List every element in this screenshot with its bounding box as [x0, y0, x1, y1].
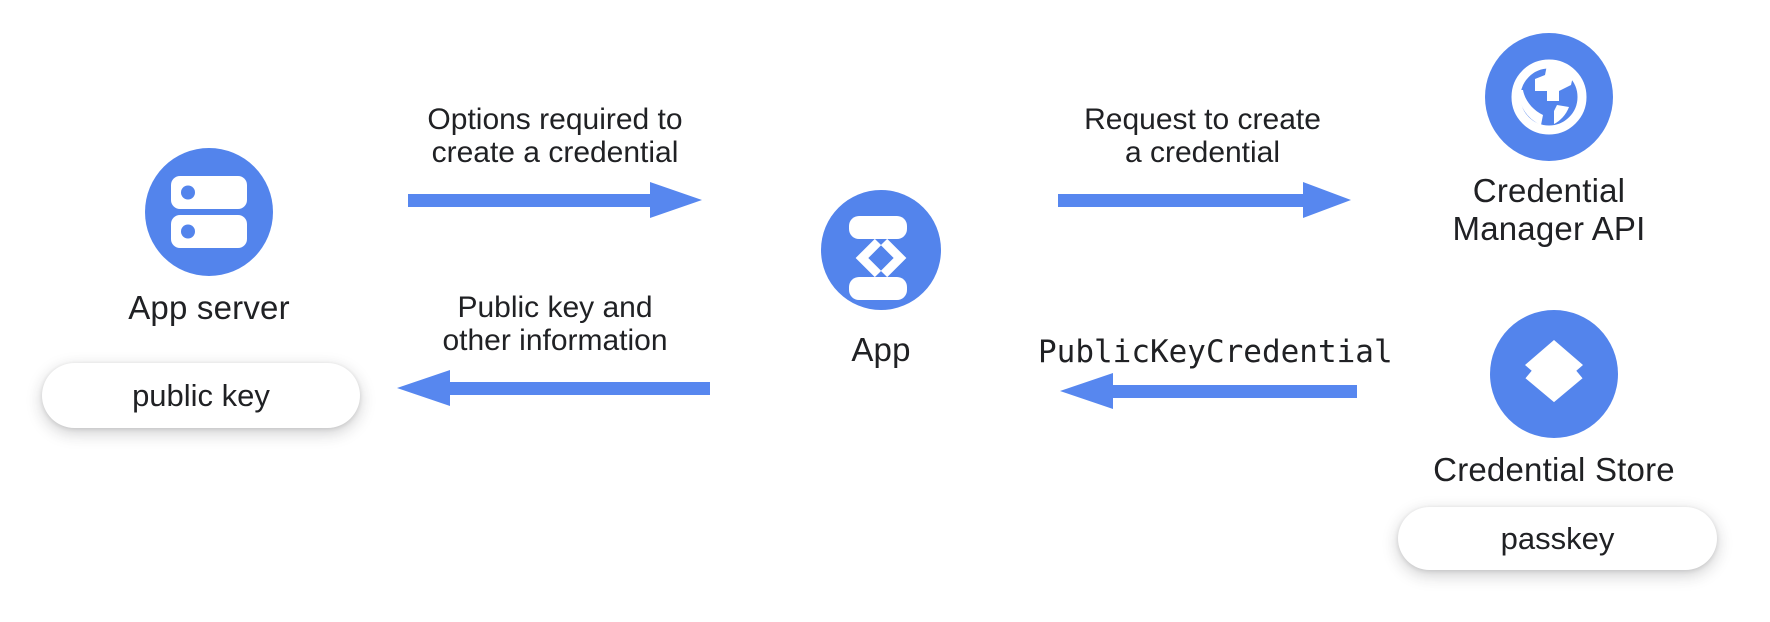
layers-icon [1525, 340, 1583, 403]
publickeycredential-arrow-shaft [1113, 385, 1357, 398]
globe-icon [1511, 59, 1587, 135]
public-key-info-label-line2: other information [442, 324, 668, 357]
request-arrow-label-line2: a credential [1124, 136, 1281, 169]
phone-code-icon [849, 216, 907, 300]
public-key-info-arrow-label: Public key and other information [400, 291, 710, 357]
options-arrow-head right-arrow-icon [650, 182, 702, 218]
publickeycredential-label: PublicKeyCredential [1038, 334, 1393, 370]
options-arrow-shaft [408, 194, 650, 207]
passkey-pill: passkey [1398, 507, 1717, 570]
credential-store-label: Credential Store [1433, 451, 1675, 488]
app-server-label: App server [128, 289, 290, 326]
server-icon [171, 176, 247, 248]
request-arrow-label: Request to create a credential [1055, 103, 1350, 169]
credential-manager-api-label-line1: Credential [1472, 172, 1626, 209]
options-arrow-label-line1: Options required to [427, 103, 683, 136]
app-label: App [851, 331, 911, 368]
options-arrow-label: Options required to create a credential [405, 103, 705, 169]
credential-store-node [1490, 310, 1618, 438]
request-arrow-head right-arrow-icon [1303, 182, 1351, 218]
request-arrow-label-line1: Request to create [1084, 103, 1321, 136]
public-key-info-label-line1: Public key and [457, 291, 653, 324]
public-key-info-arrow-head left-arrow-icon [397, 370, 450, 406]
credential-manager-api-label: Credential Manager API [1399, 172, 1699, 248]
public-key-pill-label: public key [132, 377, 270, 413]
request-arrow-shaft [1058, 194, 1303, 207]
public-key-info-arrow-shaft [450, 382, 710, 395]
app-node [821, 190, 941, 310]
app-server-node [145, 148, 273, 276]
passkey-pill-label: passkey [1500, 520, 1615, 556]
credential-manager-api-node [1485, 33, 1613, 161]
credential-manager-api-label-line2: Manager API [1452, 210, 1646, 247]
publickeycredential-arrow-head left-arrow-icon [1060, 373, 1113, 409]
public-key-pill: public key [42, 363, 360, 428]
options-arrow-label-line2: create a credential [431, 136, 679, 169]
